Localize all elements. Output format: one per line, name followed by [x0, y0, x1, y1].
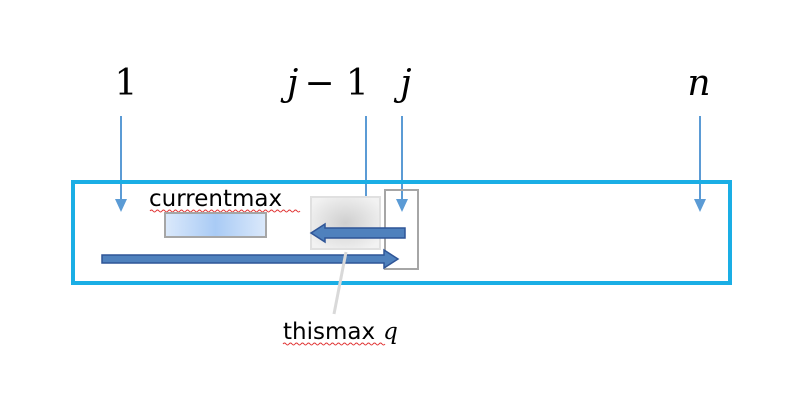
currentmax-segment: [164, 212, 267, 238]
backward-scan-arrow: [309, 222, 406, 244]
index-label-1: 1: [115, 63, 138, 104]
pointer-arrow-j: [396, 116, 408, 212]
currentmax-spellcheck-underline: [149, 209, 301, 213]
pointer-arrow-1: [115, 116, 127, 212]
thismax-leader-line: [332, 251, 348, 315]
thismax-q: q: [383, 319, 398, 345]
index-label-n: n: [687, 63, 710, 104]
array-box: [71, 180, 732, 285]
thismax-label: thismax q: [283, 319, 398, 345]
index-label-j: j: [393, 63, 411, 104]
thismax-spellcheck-underline: [282, 342, 386, 346]
forward-scan-arrow: [101, 248, 400, 270]
thismax-segment: [310, 196, 381, 250]
currentmax-label: currentmax: [149, 186, 282, 212]
index-label-j-minus-1-rest: − 1: [304, 63, 369, 104]
thismax-text: thismax: [283, 319, 375, 345]
pointer-arrow-n: [694, 116, 706, 212]
index-label-j-minus-1-var: j: [280, 63, 298, 104]
index-label-j-minus-1: j− 1: [280, 63, 369, 104]
